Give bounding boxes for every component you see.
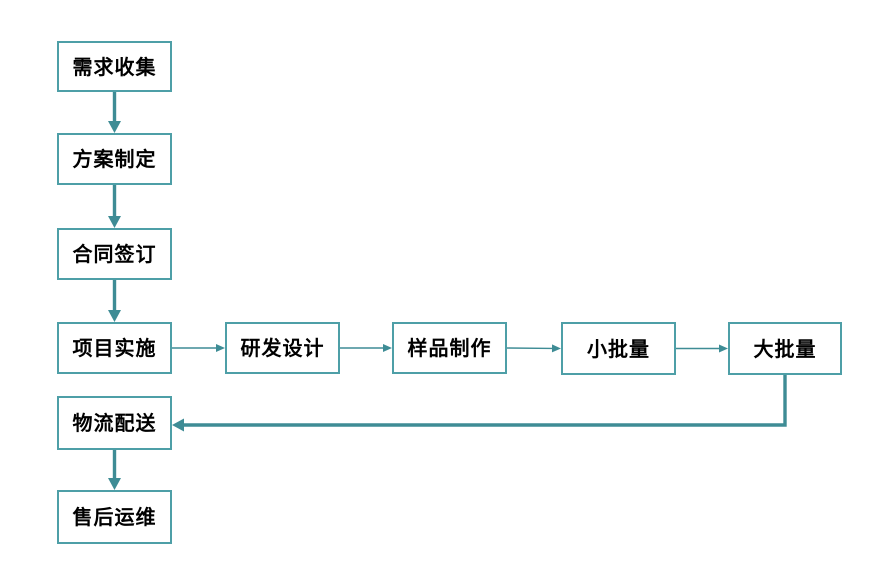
flow-node-requirements-collection: 需求收集: [57, 41, 172, 92]
connector-plan-formulation-to-contract-signing-arrowhead-icon: [108, 216, 121, 228]
connector-large-batch-to-logistics-delivery-line: [184, 375, 787, 427]
flow-node-plan-formulation: 方案制定: [57, 133, 172, 185]
flow-node-logistics-delivery: 物流配送: [57, 396, 172, 450]
flow-node-label: 方案制定: [72, 147, 157, 171]
connector-rd-design-to-sample-production-arrowhead-icon: [383, 344, 392, 352]
connector-sample-production-to-small-batch-arrowhead-icon: [551, 344, 561, 353]
flow-node-label: 大批量: [753, 336, 817, 361]
flow-node-contract-signing: 合同签订: [57, 228, 172, 280]
flow-node-sample-production: 样品制作: [392, 322, 507, 374]
connector-requirements-collection-to-plan-formulation-arrowhead-icon: [108, 121, 121, 133]
connector-project-implementation-to-rd-design-arrowhead-icon: [216, 344, 225, 352]
flow-node-label: 售后运维: [72, 505, 157, 529]
flow-node-label: 项目实施: [72, 336, 157, 360]
flow-node-project-implementation: 项目实施: [57, 322, 172, 374]
flow-node-label: 小批量: [587, 336, 650, 361]
flow-node-label: 研发设计: [240, 336, 325, 360]
connector-logistics-delivery-to-after-sales-ops-arrowhead-icon: [108, 478, 121, 490]
flow-node-label: 物流配送: [72, 411, 157, 435]
connector-contract-signing-to-project-implementation-arrowhead-icon: [108, 310, 121, 322]
flow-node-label: 样品制作: [407, 336, 492, 360]
flow-node-rd-design: 研发设计: [225, 322, 340, 374]
flow-node-label: 需求收集: [72, 54, 157, 79]
connector-small-batch-to-large-batch-arrowhead-icon: [719, 344, 728, 353]
flow-node-large-batch: 大批量: [728, 322, 842, 375]
connector-large-batch-to-logistics-delivery-arrowhead-icon: [172, 418, 184, 432]
flow-node-label: 合同签订: [72, 242, 157, 266]
flow-node-after-sales-ops: 售后运维: [57, 490, 172, 544]
flow-node-small-batch: 小批量: [561, 322, 676, 375]
